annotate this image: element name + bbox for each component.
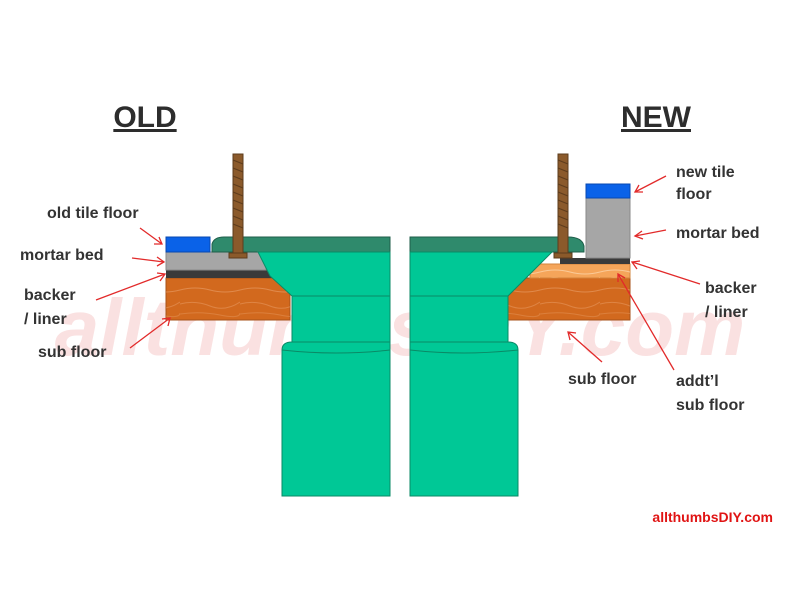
label-new-backer: backer bbox=[705, 280, 757, 297]
arrow-old-sub-floor bbox=[129, 317, 171, 349]
arrow-new-backer bbox=[630, 260, 701, 285]
label-new-liner: / liner bbox=[705, 304, 748, 321]
new-pipe-rim bbox=[409, 349, 519, 354]
old-flange-neck bbox=[291, 295, 391, 345]
old-bolt-nut bbox=[228, 252, 248, 259]
old-flange-top bbox=[211, 236, 391, 253]
arrow-old-mortar bbox=[131, 256, 166, 267]
new-bolt-nut bbox=[553, 252, 573, 259]
pointer-arrows bbox=[95, 175, 701, 371]
label-addtl-2: sub floor bbox=[676, 397, 744, 414]
new-addtl-sub-floor-grain bbox=[530, 264, 630, 278]
arrow-new-tile bbox=[633, 175, 667, 193]
label-old-backer: backer bbox=[24, 287, 76, 304]
new-backer-liner bbox=[560, 258, 630, 264]
label-new-mortar-bed: mortar bed bbox=[676, 225, 760, 242]
new-bolt-threads bbox=[557, 159, 569, 229]
old-heading: OLD bbox=[113, 101, 176, 134]
new-flange-top bbox=[409, 236, 585, 253]
new-sub-floor-grain bbox=[508, 278, 630, 320]
credit-text: allthumbsDIY.com bbox=[652, 509, 773, 525]
old-pipe-rim bbox=[281, 349, 391, 354]
new-flange-cone bbox=[409, 251, 554, 297]
arrow-old-tile bbox=[139, 227, 163, 245]
label-addtl-1: addt’l bbox=[676, 373, 719, 390]
old-bolt-threads bbox=[232, 159, 244, 229]
new-tile-floor bbox=[585, 183, 631, 199]
old-mortar-bed bbox=[165, 251, 267, 271]
new-mortar-bed bbox=[585, 197, 631, 259]
label-new-tile-1: new tile bbox=[676, 164, 735, 181]
new-heading: NEW bbox=[621, 101, 692, 134]
old-backer-liner bbox=[166, 270, 290, 278]
arrow-new-mortar bbox=[633, 229, 667, 240]
arrow-addtl-sub-floor bbox=[617, 272, 675, 371]
old-assembly bbox=[165, 153, 391, 497]
new-flange-neck bbox=[409, 295, 509, 345]
old-tile-floor bbox=[165, 236, 211, 253]
label-old-liner: / liner bbox=[24, 311, 67, 328]
label-old-tile-floor: old tile floor bbox=[47, 205, 139, 222]
label-new-sub-floor: sub floor bbox=[568, 371, 636, 388]
old-sub-floor-grain bbox=[166, 278, 290, 320]
label-new-tile-2: floor bbox=[676, 186, 712, 203]
label-old-sub-floor: sub floor bbox=[38, 344, 106, 361]
arrow-new-sub-floor bbox=[567, 331, 603, 363]
label-old-mortar-bed: mortar bed bbox=[20, 247, 104, 264]
arrow-old-backer bbox=[95, 272, 167, 301]
new-assembly bbox=[409, 153, 631, 497]
new-drain-pipe bbox=[409, 341, 519, 497]
old-drain-pipe bbox=[281, 341, 391, 497]
